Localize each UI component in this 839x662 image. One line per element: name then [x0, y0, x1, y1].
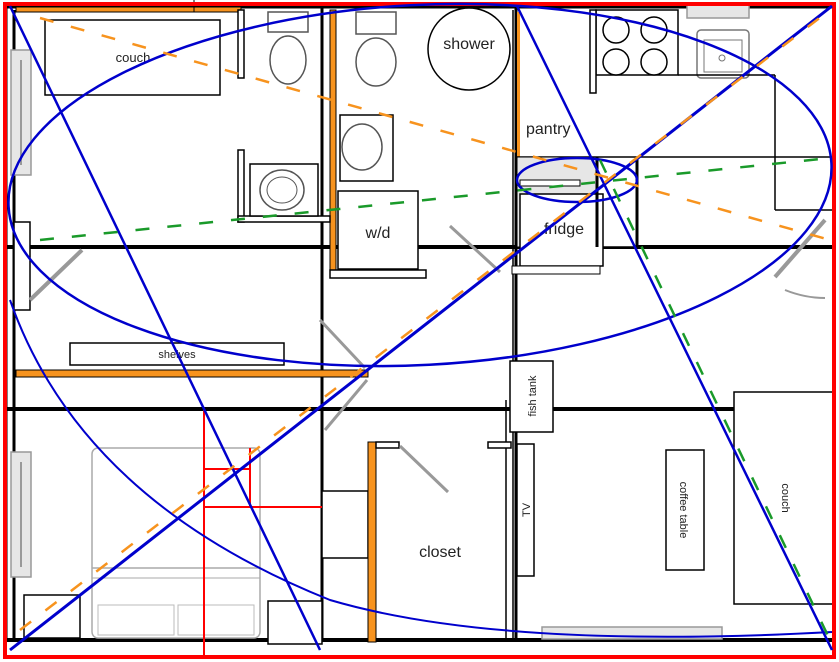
- kitchen-sink-icon: [696, 29, 750, 79]
- tv: TV: [516, 443, 535, 577]
- door-left: [13, 221, 84, 311]
- bed: [91, 447, 261, 639]
- svg-text:w/d: w/d: [365, 225, 391, 242]
- svg-text:couch: couch: [116, 50, 151, 65]
- door-bath: [448, 224, 502, 274]
- svg-text:shower: shower: [443, 36, 495, 53]
- couch-living: couch: [733, 391, 836, 605]
- window-left-bottom: [10, 451, 32, 578]
- orange-wall-pantry: [517, 12, 520, 162]
- sink-icon: [249, 163, 319, 217]
- door-right: [773, 218, 827, 299]
- dresser: [321, 490, 369, 559]
- orange-wall-top: [15, 6, 242, 13]
- sink-icon-bath: [339, 114, 394, 182]
- svg-text:couch: couch: [779, 483, 791, 512]
- svg-text:fish tank: fish tank: [527, 375, 539, 416]
- closet: closet: [367, 441, 512, 643]
- fish-tank: fish tank: [509, 360, 554, 433]
- coffee-table: coffee table: [665, 449, 705, 571]
- orange-wall-bath: [329, 9, 337, 271]
- couch-top-left: couch: [44, 19, 221, 96]
- shower: shower: [427, 7, 511, 91]
- washer-dryer: w/d: [329, 190, 427, 279]
- window-left-top: [10, 49, 32, 176]
- dashed-green-overlay: [39, 156, 832, 641]
- dashed-orange-overlay: [19, 9, 831, 631]
- door-hall: [318, 318, 367, 370]
- orange-wall-hall: [15, 369, 369, 378]
- pantry-label: pantry: [526, 121, 570, 138]
- window-top-kitchen: [686, 3, 750, 19]
- door-hall-2: [323, 379, 369, 431]
- svg-text:fridge: fridge: [544, 221, 584, 238]
- toilet-icon-bath: [355, 11, 397, 87]
- stove-icon: [589, 9, 679, 94]
- svg-text:TV: TV: [521, 502, 533, 517]
- svg-text:closet: closet: [419, 544, 461, 561]
- svg-text:coffee table: coffee table: [677, 482, 689, 539]
